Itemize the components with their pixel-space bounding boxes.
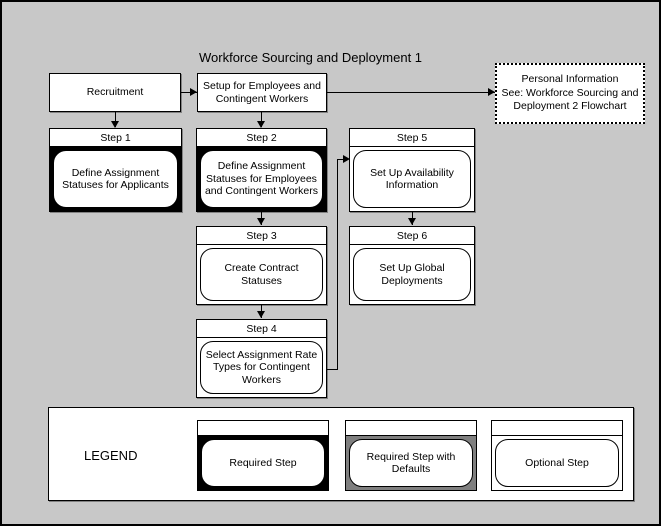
step-6[interactable]: Step 6 Set Up Global Deployments — [349, 226, 475, 305]
step-1-header: Step 1 — [50, 129, 181, 147]
connector-step4-step5-arrow — [343, 155, 350, 163]
node-setup-line1: Setup for Employees and — [203, 80, 321, 92]
connector-step4-step5-seg1 — [327, 369, 338, 370]
step-4-header: Step 4 — [197, 320, 326, 338]
step-4[interactable]: Step 4 Select Assignment Rate Types for … — [196, 319, 327, 398]
node-recruitment[interactable]: Recruitment — [49, 73, 181, 112]
connector-setup-step2-line — [261, 112, 262, 127]
node-reference-line3: Deployment 2 Flowchart — [513, 100, 627, 113]
connector-recruitment-setup-line — [181, 92, 197, 93]
connector-step5-step6-arrow — [408, 218, 416, 225]
connector-recruitment-step1-arrow — [111, 121, 119, 128]
node-recruitment-label: Recruitment — [86, 86, 144, 99]
step-4-label: Select Assignment Rate Types for Conting… — [200, 341, 323, 394]
step-3[interactable]: Step 3 Create Contract Statuses — [196, 226, 327, 305]
step-6-header: Step 6 — [350, 227, 474, 245]
legend-item-required-defaults: Required Step with Defaults — [345, 420, 477, 491]
connector-step4-step5-seg3 — [337, 159, 344, 160]
step-2-header: Step 2 — [197, 129, 326, 147]
step-6-body: Set Up Global Deployments — [350, 245, 474, 304]
legend-item-optional-header — [492, 421, 622, 436]
legend-item-required-defaults-body: Required Step with Defaults — [346, 436, 476, 490]
node-setup[interactable]: Setup for Employees and Contingent Worke… — [197, 73, 327, 112]
step-3-label: Create Contract Statuses — [200, 248, 323, 301]
step-6-label: Set Up Global Deployments — [353, 248, 471, 301]
step-5-body: Set Up Availability Information — [350, 147, 474, 211]
connector-setup-step2-arrow — [257, 121, 265, 128]
connector-step2-step3-arrow — [257, 218, 265, 225]
legend-item-required-defaults-header — [346, 421, 476, 436]
connector-setup-reference-arrow — [488, 88, 495, 96]
legend-item-required-defaults-label: Required Step with Defaults — [349, 439, 473, 487]
node-reference-line2: See: Workforce Sourcing and — [501, 86, 639, 99]
step-5[interactable]: Step 5 Set Up Availability Information — [349, 128, 475, 212]
step-3-body: Create Contract Statuses — [197, 245, 326, 304]
step-3-header: Step 3 — [197, 227, 326, 245]
legend-item-optional: Optional Step — [491, 420, 623, 491]
connector-recruitment-setup-arrow — [190, 88, 197, 96]
step-2-label: Define Assignment Statuses for Employees… — [200, 150, 323, 208]
node-setup-line2: Contingent Workers — [215, 92, 309, 105]
step-5-header: Step 5 — [350, 129, 474, 147]
node-reference[interactable]: Personal Information See: Workforce Sour… — [495, 63, 645, 124]
step-1[interactable]: Step 1 Define Assignment Statuses for Ap… — [49, 128, 182, 212]
step-2-body: Define Assignment Statuses for Employees… — [197, 147, 326, 211]
step-1-label: Define Assignment Statuses for Applicant… — [53, 150, 178, 208]
legend-item-required-body: Required Step — [198, 436, 328, 490]
legend-title: LEGEND — [84, 448, 138, 463]
legend-item-optional-label: Optional Step — [495, 439, 619, 487]
connector-setup-reference-line — [327, 92, 495, 93]
legend-item-optional-body: Optional Step — [492, 436, 622, 490]
chart-title: Workforce Sourcing and Deployment 1 — [199, 50, 423, 65]
connector-step3-step4-arrow — [257, 311, 265, 318]
connector-step4-step5-seg2 — [337, 159, 338, 370]
node-reference-line1: Personal Information — [521, 73, 619, 86]
legend: LEGEND Required Step Required Step with … — [48, 407, 634, 501]
step-2[interactable]: Step 2 Define Assignment Statuses for Em… — [196, 128, 327, 212]
step-4-body: Select Assignment Rate Types for Conting… — [197, 338, 326, 397]
step-1-body: Define Assignment Statuses for Applicant… — [50, 147, 181, 211]
connector-recruitment-step1-line — [115, 112, 116, 127]
legend-item-required-header — [198, 421, 328, 436]
step-5-label: Set Up Availability Information — [353, 150, 471, 208]
legend-item-required-label: Required Step — [201, 439, 325, 487]
legend-item-required: Required Step — [197, 420, 329, 491]
